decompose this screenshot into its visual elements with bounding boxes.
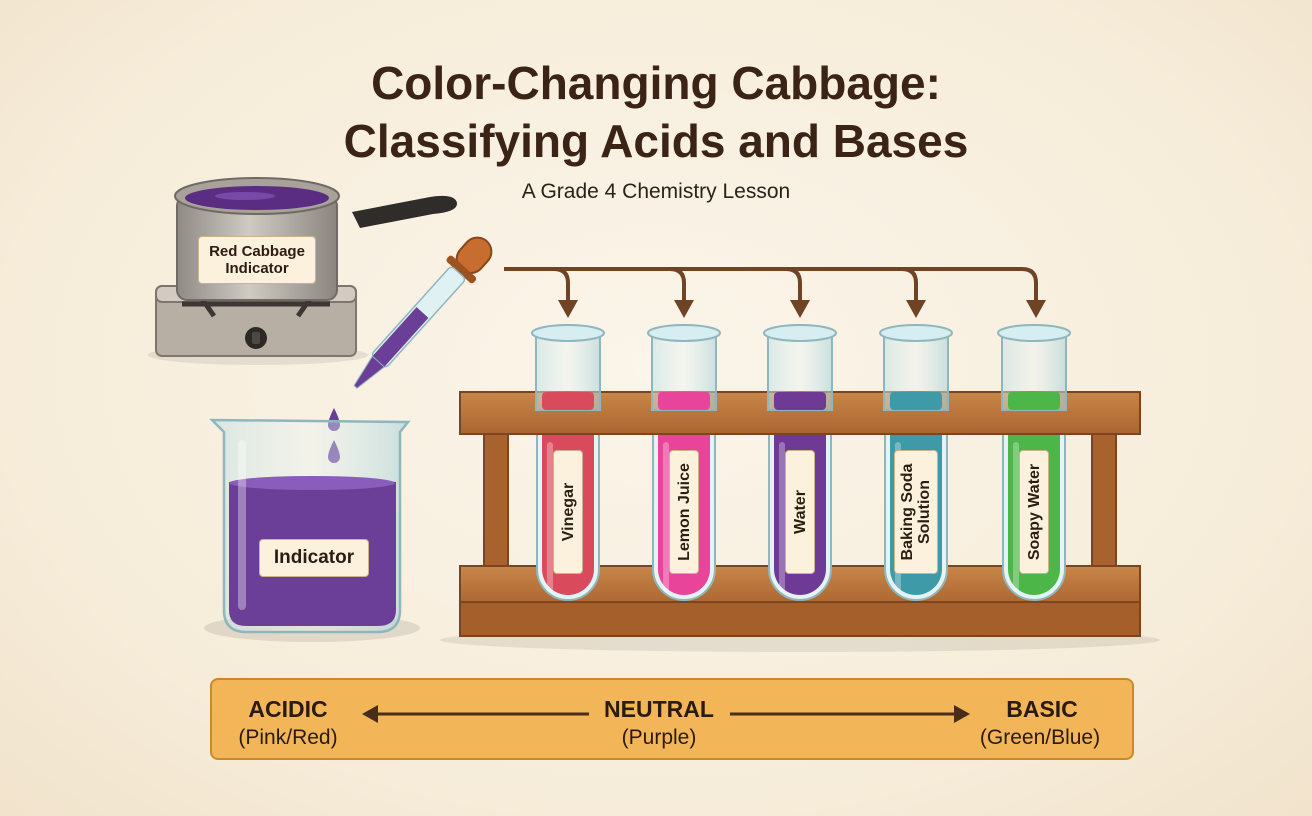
arrow-left-icon	[362, 705, 378, 723]
tube-rim	[879, 324, 953, 342]
scale-acidic-title: ACIDIC	[248, 696, 328, 722]
tube-shine	[1013, 442, 1019, 592]
beaker-label: Indicator	[259, 539, 369, 577]
ph-scale-bar: ACIDIC (Pink/Red) NEUTRAL (Purple) BASIC…	[210, 678, 1134, 760]
tube-label-water: Water	[785, 450, 815, 574]
scale-basic-title: BASIC	[1006, 696, 1078, 722]
tube-label-lemon-juice: Lemon Juice	[669, 450, 699, 574]
tube-label-soapy-water: Soapy Water	[1019, 450, 1049, 574]
tube-rim	[647, 324, 721, 342]
tube-surface-soapy-water	[1008, 392, 1060, 410]
tube-surface-baking-soda	[890, 392, 942, 410]
tube-shine	[547, 442, 553, 592]
beaker	[204, 418, 420, 642]
tube-label-vinegar: Vinegar	[553, 450, 583, 574]
tube-shine	[779, 442, 785, 592]
test-tube-necks	[531, 324, 1071, 411]
tube-surface-water	[774, 392, 826, 410]
tube-label-baking-soda: Baking Soda Solution	[894, 450, 938, 574]
scale-basic-sub: (Green/Blue)	[979, 726, 1101, 749]
scale-acidic-sub: (Pink/Red)	[238, 726, 338, 749]
arrow-right-icon	[954, 705, 970, 723]
tube-shine	[663, 442, 669, 592]
scale-arrows	[362, 705, 970, 723]
distribution-arrows	[504, 267, 1046, 318]
scale-neutral-title: NEUTRAL	[604, 696, 714, 722]
pot-label: Red Cabbage Indicator	[198, 236, 316, 284]
tube-surface-vinegar	[542, 392, 594, 410]
dropper-icon	[328, 236, 493, 463]
tube-rim	[531, 324, 605, 342]
tube-rim	[997, 324, 1071, 342]
tube-surface-lemon-juice	[658, 392, 710, 410]
page-subtitle: A Grade 4 Chemistry Lesson	[521, 180, 791, 203]
page-title-line-1: Color-Changing Cabbage:	[371, 57, 941, 109]
page-title-line-2: Classifying Acids and Bases	[343, 115, 969, 167]
scale-neutral-sub: (Purple)	[621, 726, 697, 749]
tube-rim	[763, 324, 837, 342]
